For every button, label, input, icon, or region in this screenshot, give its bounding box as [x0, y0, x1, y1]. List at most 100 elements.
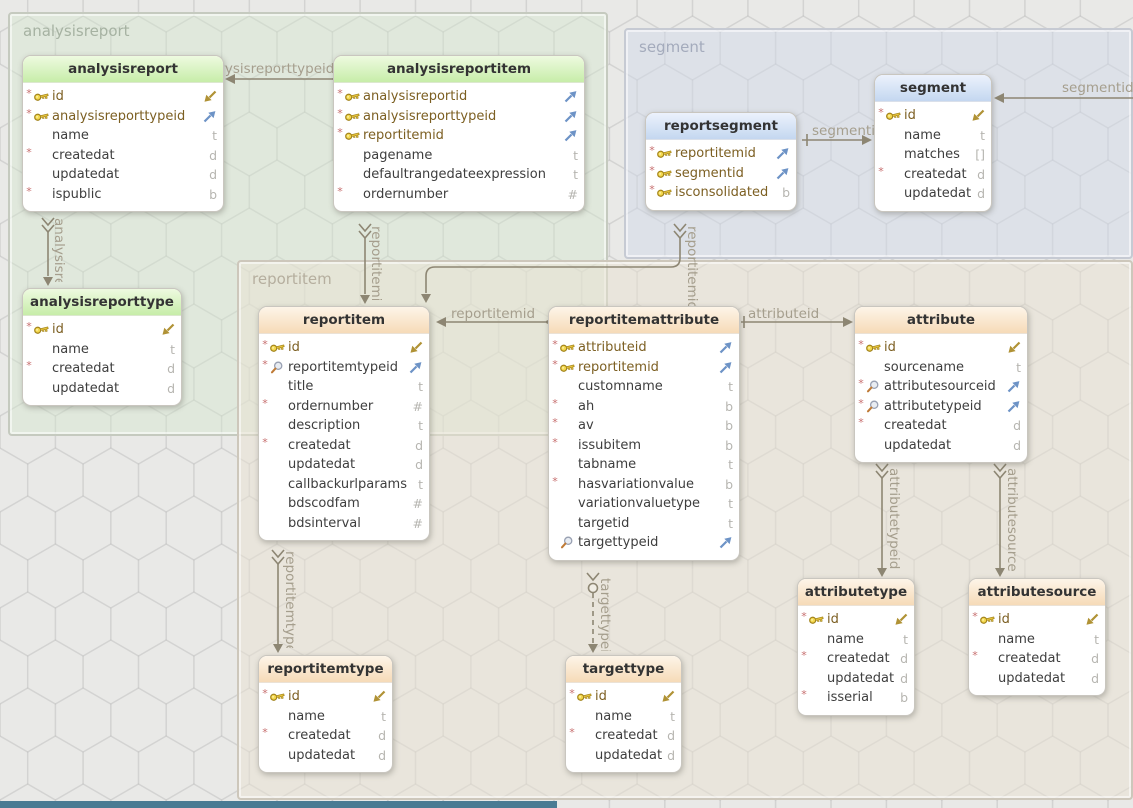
column-row-ordernumber[interactable]: *ordernumber#: [259, 397, 429, 417]
column-row-id[interactable]: * id: [23, 320, 181, 340]
column-row-reportitemid[interactable]: * reportitemid: [549, 358, 739, 378]
column-row-targettypeid[interactable]: targettypeid: [549, 533, 739, 553]
relation-attribute-attributesource[interactable]: [993, 463, 1007, 577]
relation-reportitemattribute-attribute[interactable]: [741, 316, 853, 328]
column-row-attributesourceid[interactable]: * attributesourceid: [855, 377, 1027, 397]
column-row-bdsinterval[interactable]: bdsinterval#: [259, 514, 429, 534]
column-row-id[interactable]: * id: [259, 338, 429, 358]
column-row-attributetypeid[interactable]: * attributetypeid: [855, 397, 1027, 417]
relation-reportsegment-segment[interactable]: [802, 134, 872, 146]
table-header[interactable]: reportitemattribute: [549, 307, 739, 334]
table-reportsegment[interactable]: reportsegment* reportitemid * segmentid …: [645, 112, 797, 211]
relation-reportsegment-reportitem[interactable]: [421, 223, 687, 303]
table-header[interactable]: reportitem: [259, 307, 429, 334]
column-row-id[interactable]: * id: [798, 610, 914, 630]
relation-reportitem-reportitemtype[interactable]: [271, 549, 285, 653]
table-header[interactable]: analysisreporttype: [23, 289, 181, 316]
column-row-matches[interactable]: matches[]: [875, 145, 991, 165]
relation-analysisreport-analysisreporttype[interactable]: [41, 217, 55, 286]
column-row-id[interactable]: * id: [566, 687, 681, 707]
table-header[interactable]: analysisreportitem: [334, 56, 584, 83]
table-header[interactable]: attributetype: [798, 579, 914, 606]
column-row-id[interactable]: * id: [259, 687, 392, 707]
relation-reportitemattribute-targettype[interactable]: [586, 572, 600, 653]
table-header[interactable]: analysisreport: [23, 56, 223, 83]
column-row-attributeid[interactable]: * attributeid: [549, 338, 739, 358]
column-row-id[interactable]: * id: [855, 338, 1027, 358]
table-header[interactable]: targettype: [566, 656, 681, 683]
column-row-analysisreporttypeid[interactable]: * analysisreporttypeid: [334, 107, 584, 127]
table-header[interactable]: attribute: [855, 307, 1027, 334]
table-header[interactable]: attributesource: [969, 579, 1105, 606]
table-analysisreportitem[interactable]: analysisreportitem * analysisreportid * a…: [333, 55, 585, 212]
column-row-id[interactable]: * id: [23, 87, 223, 107]
column-row-reportitemid[interactable]: * reportitemid: [646, 144, 796, 164]
column-row-analysisreportid[interactable]: * analysisreportid: [334, 87, 584, 107]
relation-analysisreportitem-reportitem[interactable]: [358, 223, 372, 304]
table-header[interactable]: segment: [875, 75, 991, 102]
column-row-id[interactable]: * id: [969, 610, 1105, 630]
column-row-analysisreporttypeid[interactable]: * analysisreporttypeid: [23, 107, 223, 127]
column-row-segmentid[interactable]: * segmentid: [646, 164, 796, 184]
table-analysisreport[interactable]: analysisreport * id * analysisreporttypei…: [22, 55, 224, 212]
column-row-bdscodfam[interactable]: bdscodfam#: [259, 494, 429, 514]
relation-attribute-attributetype[interactable]: [875, 463, 889, 577]
table-header[interactable]: reportitemtype: [259, 656, 392, 683]
column-row-ordernumber[interactable]: *ordernumber#: [334, 185, 584, 205]
column-row-reportitemid[interactable]: * reportitemid: [334, 126, 584, 146]
column-row-reportitemtypeid[interactable]: * reportitemtypeid: [259, 358, 429, 378]
relation-offcanvas-segment[interactable]: [994, 93, 1133, 103]
column-row-id[interactable]: * id: [875, 106, 991, 126]
